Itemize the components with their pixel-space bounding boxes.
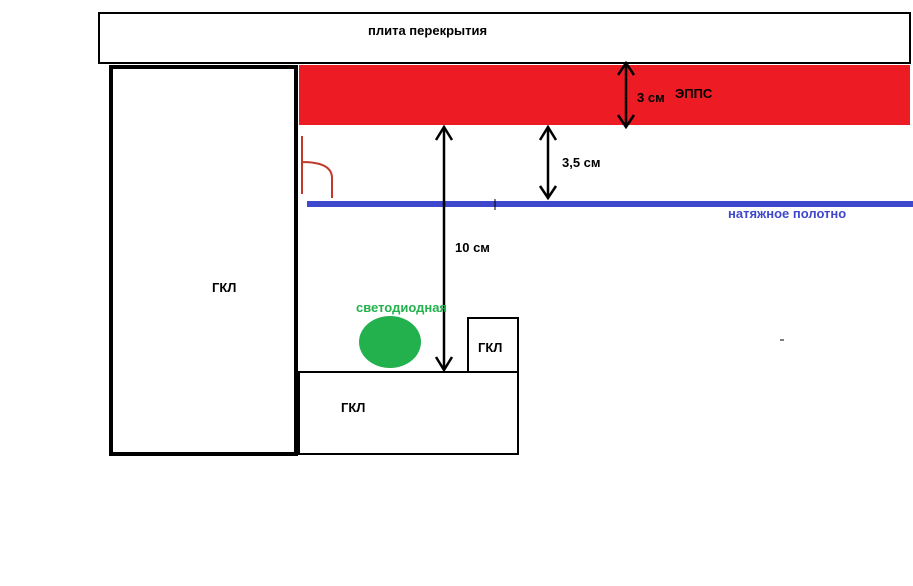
epps-label: ЭППС <box>675 86 713 101</box>
ceiling-slab <box>98 12 911 64</box>
dimension-10cm-label: 10 см <box>455 240 490 255</box>
dimension-35cm-label: 3,5 см <box>562 155 601 170</box>
gkl-bottom-label: ГКЛ <box>341 400 365 415</box>
led-label: светодиодная <box>356 300 447 315</box>
gkl-left-label: ГКЛ <box>212 280 236 295</box>
led-strip-circle <box>359 316 421 368</box>
dimension-3cm-label: 3 см <box>637 90 665 105</box>
stretch-ceiling-label: натяжное полотно <box>728 206 846 221</box>
gkl-small-label: ГКЛ <box>478 340 502 355</box>
dimension-10cm-arrow <box>434 124 454 373</box>
dimension-35cm-arrow <box>538 124 558 201</box>
slab-label: плита перекрытия <box>368 23 487 38</box>
gkl-bottom-box <box>298 371 519 455</box>
epps-layer <box>299 65 910 125</box>
gkl-small-box <box>467 317 519 373</box>
hook-icon <box>301 136 333 198</box>
gkl-left-wall <box>109 65 298 456</box>
dimension-3cm-arrow <box>616 60 636 130</box>
